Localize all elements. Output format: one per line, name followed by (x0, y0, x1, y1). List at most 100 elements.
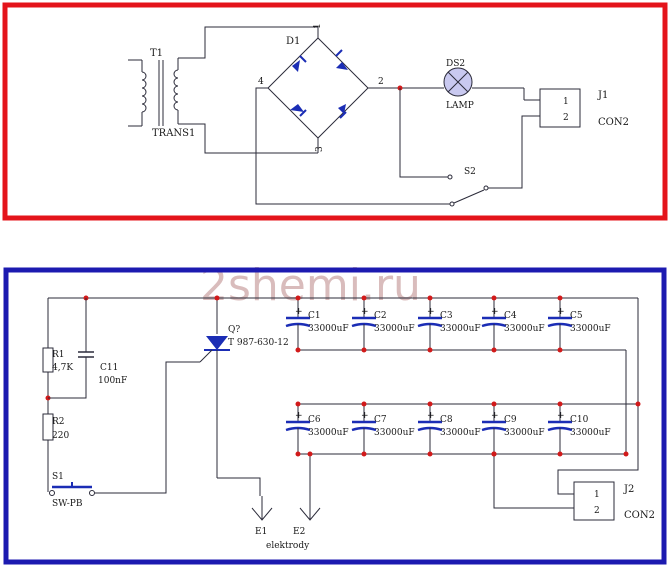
capacitor-value: 33000uF (440, 428, 481, 438)
junction-dot (491, 401, 497, 407)
capacitor-ref: C8 (440, 415, 453, 425)
connector-j2 (573, 481, 615, 521)
capacitor-ref: C3 (440, 311, 453, 321)
capacitor-plus-sign: + (295, 307, 303, 317)
capacitor-ref: C9 (504, 415, 517, 425)
junction-dot (361, 401, 367, 407)
junction-dot (427, 451, 433, 457)
capacitor-c3: + C3 33000uF (417, 295, 481, 353)
lamp-ref: DS2 (446, 59, 465, 69)
electrodes-label: elektrody (266, 541, 310, 551)
junction-dot (557, 451, 563, 457)
r1-value: 4,7K (52, 363, 73, 373)
j1-pin-2: 2 (563, 113, 569, 123)
j1-name: CON2 (598, 117, 629, 128)
switch-s2 (447, 174, 489, 207)
capacitor-c8: + C8 33000uF (417, 401, 481, 457)
capacitor-ref: C7 (374, 415, 387, 425)
junction-dot (557, 347, 563, 353)
bridge-pin-3: 3 (315, 146, 325, 152)
capacitor-ref: C1 (308, 311, 321, 321)
bridge-rectifier-d1 (267, 27, 369, 153)
capacitor-value: 33000uF (374, 324, 415, 334)
j2-pin-1: 1 (594, 490, 600, 500)
junction-dot (307, 451, 313, 457)
bridge-pin-1: 1 (313, 23, 323, 29)
diode-icon (292, 60, 300, 72)
diode-icon (338, 104, 346, 114)
bridge-pin-4: 4 (258, 77, 264, 87)
capacitor-ref: C10 (570, 415, 589, 425)
capacitor-value: 33000uF (374, 428, 415, 438)
j2-ref: J2 (623, 484, 634, 495)
capacitor-c5: + C5 33000uF (547, 295, 611, 353)
junction-dot (491, 295, 497, 301)
capacitor-plus-sign: + (361, 411, 369, 421)
capacitor-value: 33000uF (440, 324, 481, 334)
c11-ref: C11 (100, 363, 118, 373)
junction-dot (427, 347, 433, 353)
c11-value: 100nF (98, 376, 127, 386)
junction-dot (623, 451, 629, 457)
junction-dot (295, 451, 301, 457)
capacitor-plus-sign: + (491, 307, 499, 317)
r1-ref: R1 (52, 350, 65, 360)
thyristor-ref: Q? (228, 325, 240, 335)
thyristor-name: T 987-630-12 (228, 338, 289, 348)
junction-dot (557, 295, 563, 301)
transformer-t1 (128, 58, 179, 127)
j1-ref: J1 (597, 90, 608, 101)
junction-dot (361, 451, 367, 457)
diode-icon (290, 104, 304, 112)
capacitor-c7: + C7 33000uF (351, 401, 415, 457)
capacitor-plus-sign: + (427, 307, 435, 317)
capacitor-ref: C5 (570, 311, 583, 321)
e1-ref: E1 (255, 527, 267, 537)
capacitor-bank-row-2: + C6 33000uF + C7 33000uF + C8 33000uF + C9 33000uF… (285, 401, 611, 457)
capacitor-c10: + C10 33000uF (547, 401, 611, 457)
capacitor-value: 33000uF (504, 428, 545, 438)
switch-s2-ref: S2 (464, 167, 476, 177)
electrode-e1 (251, 496, 273, 521)
capacitor-bank-row-1: +C133000uF+C233000uF+C333000uF+C433000uF… (285, 295, 611, 353)
pushbutton-s1 (49, 482, 95, 496)
capacitor-plus-sign: + (491, 411, 499, 421)
capacitor-value: 33000uF (570, 324, 611, 334)
lamp-name: LAMP (446, 101, 474, 111)
junction-dot (361, 295, 367, 301)
electrode-e2 (299, 454, 321, 521)
diode-icon (336, 62, 348, 70)
transformer-name: TRANS1 (152, 128, 195, 139)
e2-ref: E2 (293, 527, 305, 537)
capacitor-value: 33000uF (308, 428, 349, 438)
junction-dot (295, 347, 301, 353)
junction-dot (491, 347, 497, 353)
r2-ref: R2 (52, 417, 65, 427)
capacitor-plus-sign: + (557, 307, 565, 317)
capacitor-value: 33000uF (570, 428, 611, 438)
junction-dot (427, 401, 433, 407)
s1-ref: S1 (52, 472, 64, 482)
junction-dot (635, 401, 641, 407)
bottom-panel-frame (3, 267, 667, 565)
junction-dot (295, 401, 301, 407)
capacitor-plus-sign: + (427, 411, 435, 421)
capacitor-ref: C6 (308, 415, 321, 425)
capacitor-ref: C2 (374, 311, 387, 321)
junction-dot (295, 295, 301, 301)
bridge-pin-2: 2 (378, 77, 384, 87)
capacitor-plus-sign: + (361, 307, 369, 317)
transformer-ref: T1 (150, 48, 163, 59)
capacitor-c9: + C9 33000uF (481, 401, 545, 457)
j2-name: CON2 (624, 510, 655, 521)
bridge-ref: D1 (286, 36, 300, 47)
capacitor-plus-sign: + (557, 411, 565, 421)
lamp-ds2 (443, 67, 473, 97)
capacitor-c1: + C1 33000uF (285, 295, 349, 353)
junction-dot (214, 295, 220, 301)
capacitor-value: 33000uF (308, 324, 349, 334)
capacitor-c2: + C2 33000uF (351, 295, 415, 353)
